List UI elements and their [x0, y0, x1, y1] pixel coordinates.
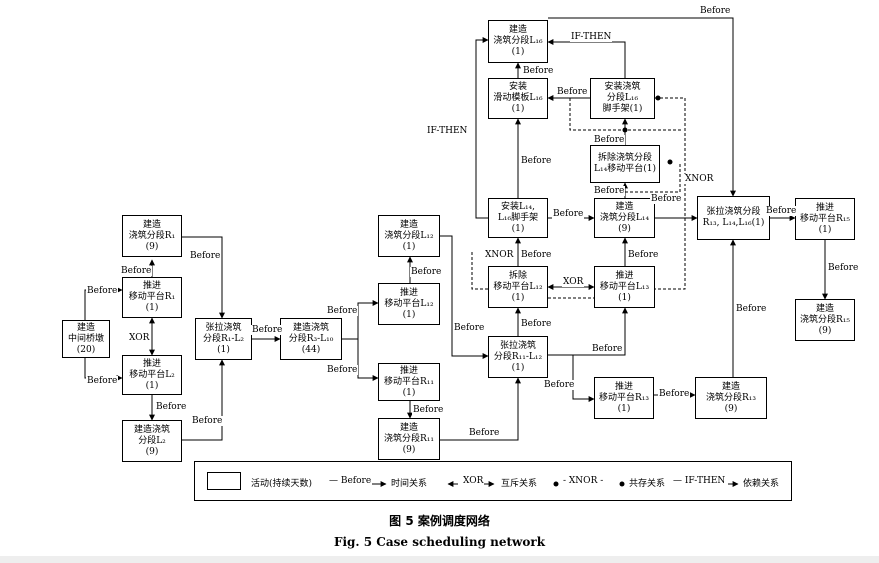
edge-label-before: Before: [556, 87, 589, 97]
edge-label-before: Before: [520, 319, 553, 329]
legend-xor-prefix: XOR: [463, 476, 484, 486]
edge-label-before: Before: [658, 389, 691, 399]
edge-label-before: Before: [155, 402, 188, 412]
legend-before-prefix: — Before: [329, 476, 372, 486]
legend-ifthen-prefix: — IF-THEN: [673, 476, 726, 486]
edge-before: [182, 236, 225, 319]
activity-node[interactable]: 建造浇筑分段L₂(9): [122, 420, 182, 462]
edge-label-before: Before: [120, 266, 153, 276]
legend-xnor-dot2: [619, 481, 625, 487]
edge-label-before: Before: [86, 376, 119, 386]
bottom-bar: [0, 556, 879, 563]
edge-label-before: Before: [827, 263, 860, 273]
edge-before: [440, 235, 489, 359]
edge-label-before: Before: [86, 286, 119, 296]
activity-node[interactable]: 推进移动平台L₁₃(1): [594, 266, 655, 308]
edge-xnor: [605, 162, 681, 193]
edge-before: [440, 377, 521, 441]
legend-xnor-dot: [553, 481, 559, 487]
edge-label-before: Before: [735, 304, 768, 314]
edge-label-before: Before: [650, 194, 683, 204]
activity-node[interactable]: 建造浇筑分段L₁₂(1): [378, 215, 440, 257]
figure-caption-zh: 图 5 案例调度网络: [389, 514, 490, 528]
edge-label-before: Before: [326, 306, 359, 316]
activity-node[interactable]: 建造中间桥墩(20): [62, 320, 110, 358]
activity-node[interactable]: 建造浇筑分段R₃-L₁₀(44): [280, 318, 342, 360]
xnor-dot: [667, 159, 673, 165]
edge-before: [357, 339, 379, 381]
edge-label-before: Before: [326, 365, 359, 375]
legend-xor-label: 互斥关系: [501, 479, 538, 489]
edge-before: [342, 300, 379, 340]
edge-label-before: Before: [520, 250, 553, 260]
edge-label-before: Before: [522, 66, 555, 76]
activity-node[interactable]: 推进移动平台R₁(1): [122, 277, 182, 318]
legend-activity-box: [207, 472, 241, 490]
edge-label-before: Before: [191, 416, 224, 426]
activity-node[interactable]: 推进移动平台L₁₂(1): [378, 283, 440, 325]
activity-node[interactable]: 张拉浇筑分段R₁₁-L₁₂(1): [488, 336, 548, 378]
activity-node[interactable]: 推进移动平台L₂(1): [122, 355, 182, 395]
activity-node[interactable]: 建造浇筑分段L₁₄(9): [594, 198, 655, 238]
edge-xnor: [569, 98, 683, 131]
edge-label-before: Before: [591, 344, 624, 354]
edge-label-xor: XOR: [128, 333, 151, 343]
edge-before: [548, 17, 736, 197]
edge-label-before: Before: [251, 325, 284, 335]
activity-node[interactable]: 推进移动平台R₁₁(1): [378, 363, 440, 401]
edge-label-before: Before: [552, 209, 585, 219]
edge-label-before: Before: [520, 156, 553, 166]
legend-before-label: 时间关系: [391, 479, 428, 489]
edge-label-before: Before: [627, 250, 660, 260]
edge-label-before: Before: [412, 405, 445, 415]
figure-caption-en: Fig. 5 Case scheduling network: [333, 535, 546, 549]
edge-label-before: Before: [593, 186, 626, 196]
edge-label-before: Before: [189, 251, 222, 261]
activity-node[interactable]: 拆除移动平台L₁₂(1): [488, 266, 548, 308]
edge-before: [572, 355, 595, 402]
edge-ifthen: [475, 37, 489, 219]
edge-label-before: Before: [468, 428, 501, 438]
edge-label-xnor: XNOR: [684, 174, 715, 184]
legend-xnor-prefix: - XNOR -: [563, 476, 604, 486]
xnor-dot: [655, 95, 661, 101]
legend-xnor-label: 共存关系: [629, 479, 666, 489]
edge-label-xnor: XNOR: [484, 250, 515, 260]
edge-label-xor: XOR: [562, 277, 585, 287]
activity-node[interactable]: 推进移动平台R₁₃(1): [594, 377, 654, 419]
edge-label-before: Before: [543, 380, 576, 390]
edge-label-before: Before: [453, 323, 486, 333]
activity-node[interactable]: 建造浇筑分段R₁₃(9): [695, 377, 767, 419]
edge-label-before: Before: [765, 206, 798, 216]
activity-node[interactable]: 建造浇筑分段R₁(9): [122, 215, 182, 257]
edge-label-ifthen: IF-THEN: [426, 126, 469, 136]
legend: 活动(持续天数) — Before 时间关系 XOR 互斥关系 - XNOR -…: [194, 461, 792, 501]
edge-xnor: [655, 97, 686, 290]
edge-label-ifthen: IF-THEN: [570, 32, 613, 42]
activity-node[interactable]: 推进移动平台R₁₅(1): [795, 198, 855, 240]
edge-ifthen: [547, 39, 626, 78]
edge-label-before: Before: [593, 135, 626, 145]
activity-node[interactable]: 安装L₁₄,L₁₆脚手架(1): [488, 198, 548, 238]
edge-before: [182, 359, 225, 441]
activity-node[interactable]: 安装滑动模板L₁₆(1): [488, 78, 548, 119]
activity-node[interactable]: 张拉浇筑分段R₁-L₂(1): [195, 318, 252, 360]
edge-label-before: Before: [699, 6, 732, 16]
edge-xnor: [471, 250, 488, 290]
activity-node[interactable]: 建造浇筑分段R₁₁(9): [378, 418, 440, 460]
activity-node[interactable]: 建造浇筑分段R₁₅(9): [795, 299, 855, 341]
xnor-dot: [622, 127, 628, 133]
edge-before: [548, 307, 628, 356]
legend-activity-label: 活动(持续天数): [251, 479, 313, 489]
activity-node[interactable]: 建造浇筑分段L₁₆(1): [488, 20, 548, 63]
edge-label-before: Before: [410, 267, 443, 277]
legend-ifthen-label: 依赖关系: [743, 479, 780, 489]
